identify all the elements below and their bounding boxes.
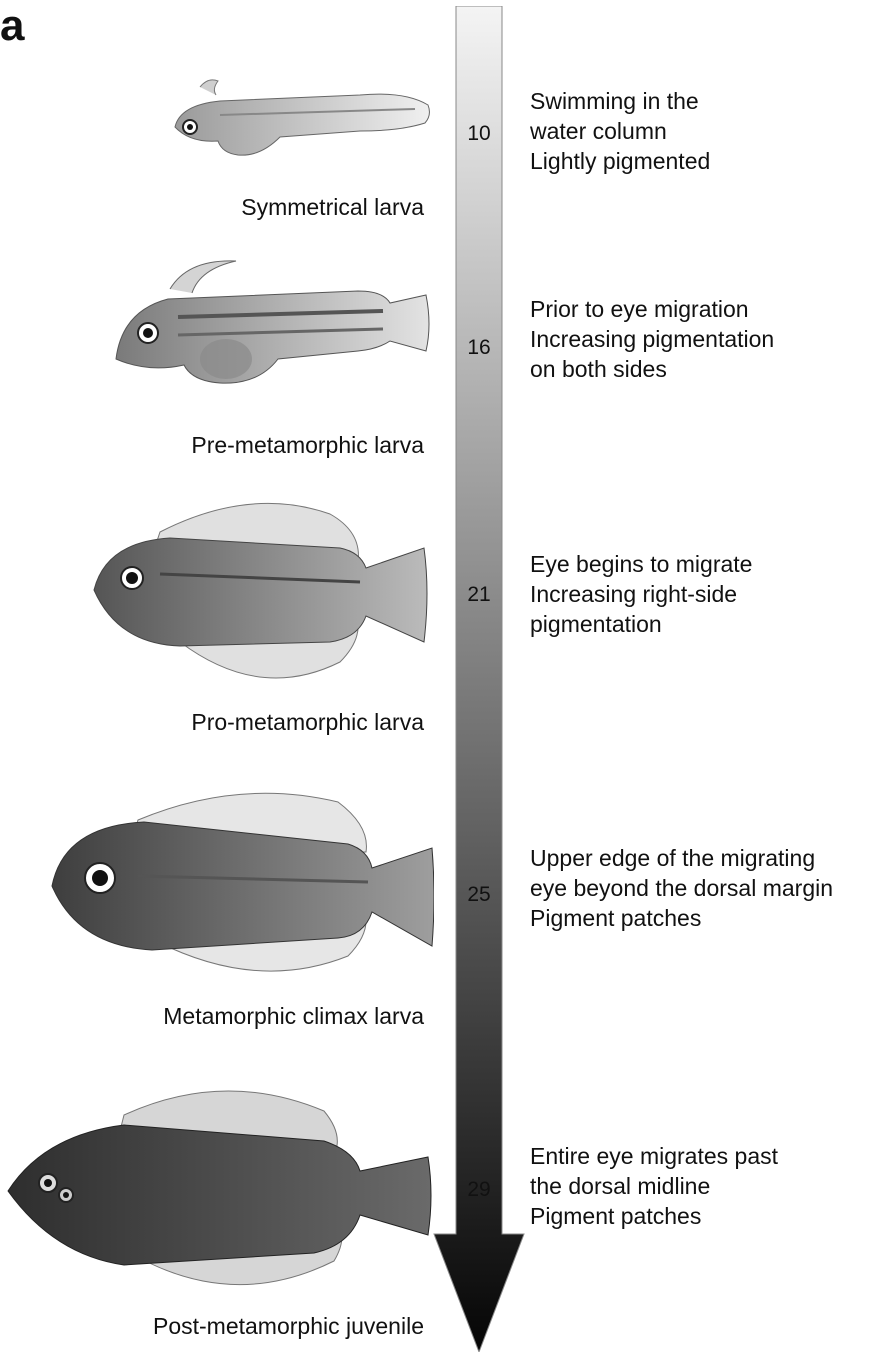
symmetrical-larva-illustration xyxy=(160,75,435,165)
fish-label-juvenile: Post-metamorphic juvenile xyxy=(153,1312,424,1340)
stage-number-25: 25 xyxy=(456,883,502,907)
stage-description-25: Upper edge of the migrating eye beyond t… xyxy=(530,843,890,933)
stage-number-16: 16 xyxy=(456,336,502,360)
stage-description-21: Eye begins to migrate Increasing right-s… xyxy=(530,549,890,639)
fish-label-climax: Metamorphic climax larva xyxy=(163,1002,424,1030)
stage-description-29: Entire eye migrates past the dorsal midl… xyxy=(530,1141,890,1231)
stage-number-29: 29 xyxy=(456,1178,502,1202)
stage-description-16: Prior to eye migration Increasing pigmen… xyxy=(530,294,890,384)
pro-metamorphic-larva-illustration xyxy=(90,492,430,697)
panel-label: a xyxy=(0,4,24,48)
stage-number-21: 21 xyxy=(456,583,502,607)
metamorphic-climax-larva-illustration xyxy=(48,786,434,981)
fish-label-symmetrical: Symmetrical larva xyxy=(241,193,424,221)
arrow-shape xyxy=(434,6,524,1352)
fish-label-pro-metamorphic: Pro-metamorphic larva xyxy=(191,708,424,736)
development-arrow xyxy=(430,6,530,1352)
post-metamorphic-juvenile-illustration xyxy=(4,1075,434,1305)
fish-label-pre-metamorphic: Pre-metamorphic larva xyxy=(191,431,424,459)
stage-number-10: 10 xyxy=(456,122,502,146)
pre-metamorphic-larva-illustration xyxy=(108,255,433,390)
stage-description-10: Swimming in the water column Lightly pig… xyxy=(530,86,890,176)
